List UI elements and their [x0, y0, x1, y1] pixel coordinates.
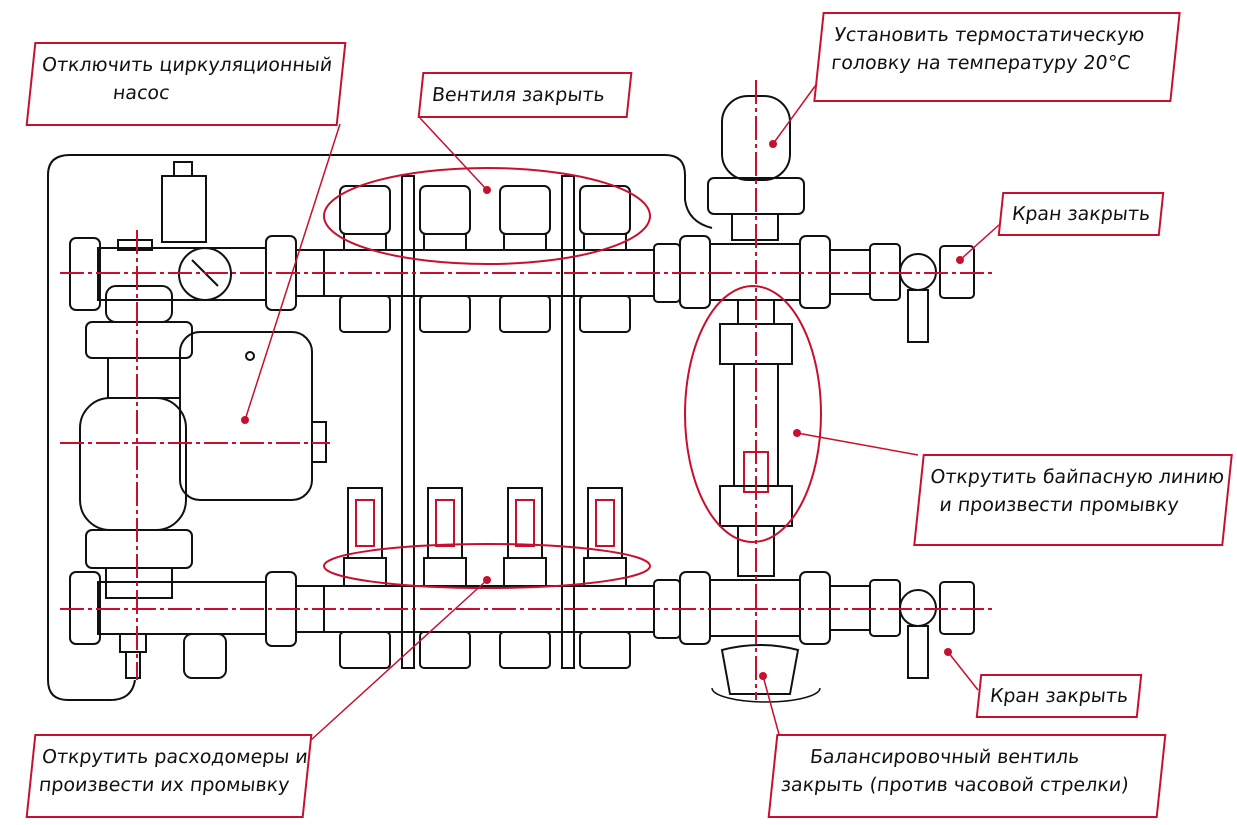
callout-tap-top-line1: Кран закрыть — [1010, 203, 1152, 225]
callout-flowmeters-line2: произвести их промывку — [37, 773, 291, 796]
callout-thermo-line1: Установить термостатическую — [833, 24, 1146, 46]
callout-bypass-line2: и произвести промывку — [938, 493, 1180, 516]
callout-pump-line2: насос — [111, 81, 171, 104]
mounting-backplate — [47, 154, 713, 701]
callout-valves: Вентиля закрыть — [417, 72, 633, 118]
callout-tap-bottom: Кран закрыть — [975, 674, 1143, 718]
callout-flowmeters-line1: Открутить расходомеры и — [40, 746, 309, 768]
axis-lines — [60, 80, 995, 700]
callout-pump-line1: Отключить циркуляционный — [40, 54, 334, 76]
callout-bypass-line1: Открутить байпасную линию — [929, 466, 1226, 488]
callout-balancing: Балансировочный вентиль закрыть (против … — [767, 734, 1167, 818]
bypass-assembly — [679, 95, 975, 703]
balancing-valve-icon — [720, 644, 800, 695]
callout-balancing-line1: Балансировочный вентиль — [808, 746, 1081, 768]
callout-pump: Отключить циркуляционный насос — [25, 42, 347, 126]
callout-tap-bottom-line1: Кран закрыть — [988, 685, 1130, 707]
callout-valves-line1: Вентиля закрыть — [430, 84, 606, 106]
callout-balancing-line2: закрыть (против часовой стрелки) — [779, 773, 1130, 796]
highlight-ellipses — [323, 167, 822, 589]
callout-bypass: Открутить байпасную линию и произвести п… — [913, 454, 1233, 546]
leader-lines — [244, 81, 1001, 751]
loop-valves — [339, 185, 631, 333]
callout-thermo: Установить термостатическую головку на т… — [813, 12, 1181, 102]
callout-tap-top: Кран закрыть — [997, 192, 1165, 236]
callout-flowmeters: Открутить расходомеры и произвести их пр… — [25, 734, 313, 818]
callout-thermo-line2: головку на температуру 20°С — [830, 51, 1132, 74]
pump-unit — [69, 161, 327, 679]
flowmeters — [339, 487, 631, 669]
support-brackets — [401, 175, 575, 669]
